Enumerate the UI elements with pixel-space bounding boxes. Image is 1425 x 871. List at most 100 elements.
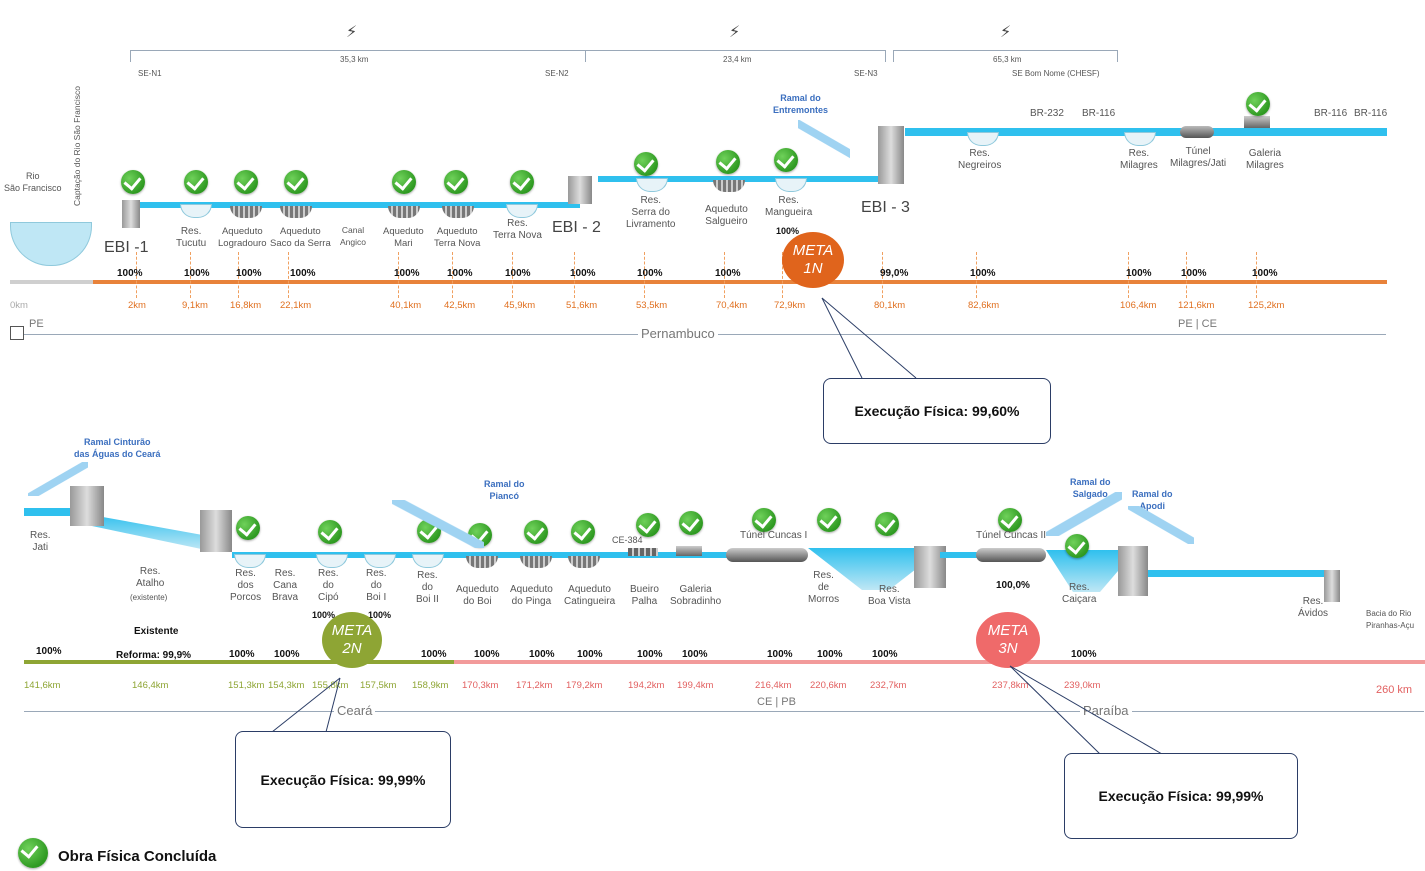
label-morros: Res. de Morros bbox=[808, 570, 840, 605]
label-br116b: BR-116 bbox=[1314, 108, 1348, 119]
km-end-label: 260 km bbox=[1376, 684, 1413, 696]
km-label: 232,7km bbox=[870, 680, 907, 691]
river-basin bbox=[10, 222, 92, 266]
percent-label: 100% bbox=[1126, 268, 1152, 279]
km-tick bbox=[1256, 252, 1258, 298]
check-icon bbox=[634, 152, 658, 176]
percent-label: 100% bbox=[236, 268, 262, 279]
label-angico: Canal Angico bbox=[340, 225, 366, 247]
km-tick bbox=[1186, 252, 1188, 298]
branch-arrow-icon bbox=[1046, 492, 1122, 536]
station-atalho bbox=[200, 510, 232, 552]
label-br116a: BR-116 bbox=[1082, 108, 1116, 119]
reservoir-icon bbox=[412, 554, 444, 568]
check-icon bbox=[716, 150, 740, 174]
station-jati bbox=[70, 486, 104, 526]
label-boi1: Res. do Boi I bbox=[366, 568, 387, 603]
percent-label: 100% bbox=[274, 649, 300, 660]
label-br232: BR-232 bbox=[1030, 108, 1064, 119]
canal-segment bbox=[24, 508, 99, 516]
meta-line1: META bbox=[987, 622, 1029, 639]
legend-label: Obra Física Concluída bbox=[58, 848, 217, 865]
segment-line-2 bbox=[585, 50, 885, 51]
segment-label: 23,4 km bbox=[723, 55, 752, 64]
label-ebi1: EBI -1 bbox=[104, 239, 149, 256]
check-icon bbox=[636, 513, 660, 537]
label-ce384: CE-384 bbox=[612, 535, 643, 545]
label-caicara: Res. Caiçara bbox=[1062, 582, 1097, 605]
meta-3n-badge: META 3N bbox=[976, 612, 1040, 668]
km-label: 2km bbox=[128, 300, 146, 311]
km-label: 199,4km bbox=[677, 680, 714, 691]
callout-pointer bbox=[1009, 665, 1163, 755]
percent-label: 100% bbox=[117, 268, 143, 279]
km-label: 53,5km bbox=[636, 300, 668, 311]
callout-execucao-2n: Execução Física: 99,99% bbox=[235, 731, 451, 828]
callout-pointer bbox=[821, 297, 917, 379]
label-aq-catingueira: Aqueduto Catingueira bbox=[564, 584, 616, 607]
percent-label: 100% bbox=[184, 268, 210, 279]
canal-segment bbox=[1148, 570, 1328, 577]
check-icon bbox=[444, 170, 468, 194]
check-icon bbox=[1246, 92, 1270, 116]
aqueduct-icon bbox=[280, 206, 312, 218]
substation-label: SE Bom Nome (CHESF) bbox=[1012, 69, 1100, 78]
label-ebi3: EBI - 3 bbox=[861, 199, 910, 216]
ebi3-station bbox=[878, 126, 904, 184]
meta-line2: 2N bbox=[342, 640, 362, 657]
percent-label: 100% bbox=[474, 649, 500, 660]
km-label: 171,2km bbox=[516, 680, 553, 691]
km-label: 22,1km bbox=[280, 300, 312, 311]
label-aq-pinga: Aqueduto do Pinga bbox=[510, 584, 553, 607]
meta-line2: 3N bbox=[998, 640, 1018, 657]
label-atalho-sub: (existente) bbox=[130, 593, 168, 602]
km-label: 45,9km bbox=[504, 300, 536, 311]
reservoir-icon bbox=[316, 554, 348, 568]
check-icon bbox=[318, 520, 342, 544]
percent-label: 100% bbox=[1252, 268, 1278, 279]
percent-label: 100% bbox=[970, 268, 996, 279]
reservoir-icon bbox=[967, 132, 999, 146]
label-porcos: Res. dos Porcos bbox=[230, 568, 262, 603]
tower-icon: ⚡ bbox=[729, 24, 741, 41]
callout-pointer bbox=[271, 677, 341, 733]
label-milagres: Res. Milagres bbox=[1120, 148, 1158, 171]
check-icon bbox=[121, 170, 145, 194]
progress-bar-red bbox=[454, 660, 1425, 664]
callout-execucao-3n: Execução Física: 99,99% bbox=[1064, 753, 1298, 839]
km-tick bbox=[190, 252, 192, 298]
meta-line2: 1N bbox=[803, 260, 823, 277]
state-label-pe-ce: PE | CE bbox=[1175, 318, 1220, 330]
culvert-icon bbox=[628, 548, 658, 556]
label-atalho: Res. Atalho bbox=[136, 566, 165, 589]
percent-label: 100% bbox=[394, 268, 420, 279]
label-existente: Existente bbox=[134, 626, 179, 637]
percent-label: 100% bbox=[1071, 649, 1097, 660]
km-label: 146,4km bbox=[132, 680, 169, 691]
percent-label: 100% bbox=[817, 649, 843, 660]
km-label: 170,3km bbox=[462, 680, 499, 691]
progress-bar-gray bbox=[10, 280, 93, 284]
km-label: 220,6km bbox=[810, 680, 847, 691]
label-cuncas1: Túnel Cuncas I bbox=[740, 530, 808, 541]
percent-label: 100% bbox=[682, 649, 708, 660]
check-icon bbox=[236, 516, 260, 540]
meta-2n-badge: META 2N bbox=[322, 612, 382, 668]
percent-label: 100% bbox=[577, 649, 603, 660]
label-logradouro: Aqueduto Logradouro bbox=[218, 226, 267, 249]
gallery-icon bbox=[676, 546, 702, 556]
label-mangueira: Res. Mangueira bbox=[765, 195, 813, 218]
check-icon bbox=[184, 170, 208, 194]
km-label: 82,6km bbox=[968, 300, 1000, 311]
station-caicara bbox=[1118, 546, 1148, 596]
percent-label: 100% bbox=[447, 268, 473, 279]
km-label: 106,4km bbox=[1120, 300, 1157, 311]
label-mari: Aqueduto Mari bbox=[383, 226, 424, 249]
callout-execucao-1n: Execução Física: 99,60% bbox=[823, 378, 1051, 444]
km-label: 40,1km bbox=[390, 300, 422, 311]
km-label: 125,2km bbox=[1248, 300, 1285, 311]
label-piranhas: Bacia do Rio Piranhas-Açu bbox=[1366, 609, 1415, 630]
tower-icon: ⚡ bbox=[1000, 24, 1012, 41]
percent-label: 100% bbox=[421, 649, 447, 660]
percent-label: 100% bbox=[290, 268, 316, 279]
